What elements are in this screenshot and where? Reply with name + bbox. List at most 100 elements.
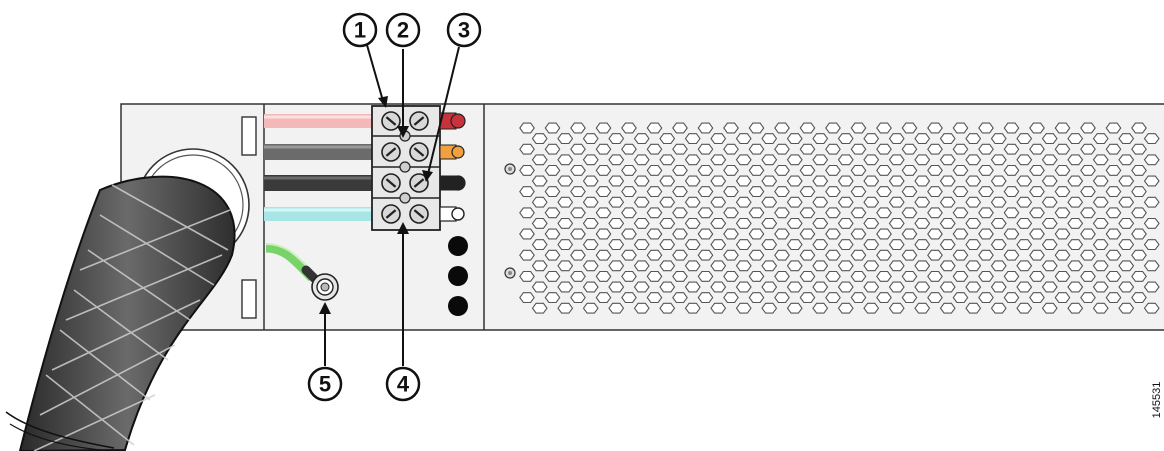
wire-gray [264,144,380,160]
vent-hole [608,217,625,229]
vent-hole [621,249,637,261]
vent-hole [990,239,1007,251]
vent-hole [1041,302,1058,314]
vent-hole [1118,260,1135,272]
vent-hole [901,292,918,304]
vent-hole [786,133,803,145]
vent-hole [519,207,535,219]
vent-hole [927,122,943,134]
vent-hole [965,196,982,208]
vent-hole [646,270,663,282]
vent-hole [697,228,714,240]
vent-hole [1118,196,1135,208]
vent-hole [544,249,561,261]
vent-hole [595,186,612,198]
vent-hole [799,228,816,240]
vent-hole [876,164,892,176]
vent-hole [863,260,880,272]
indicator-dots [448,236,468,316]
vent-hole [1054,270,1071,282]
vent-hole [684,281,701,293]
vent-hole [557,175,574,187]
vent-hole [1092,196,1109,208]
vent-hole [697,186,714,198]
panel-screw-bottom [504,267,516,279]
vent-hole [888,239,905,251]
vent-hole [748,228,765,240]
vent-hole [659,133,676,145]
terminal-jumper-screw [399,192,411,204]
vent-hole [888,260,905,272]
vent-hole [876,207,892,219]
vent-hole [1041,239,1058,251]
vent-hole [761,217,778,229]
wire-pink [264,114,380,128]
vent-hole [799,122,816,134]
vent-hole [978,143,994,155]
callout-5: 5 [307,366,343,402]
callout-4-label: 4 [397,372,410,397]
vent-hole [723,143,739,155]
vent-hole [761,175,778,187]
vent-hole [1118,217,1135,229]
vent-hole [723,122,739,134]
vent-hole [544,164,561,176]
wire-tip-white [439,206,465,222]
vent-hole [774,292,790,304]
vent-hole [595,228,612,240]
vent-hole [595,122,612,134]
vent-hole [952,186,969,198]
vent-hole [774,122,790,134]
vent-hole [1143,239,1160,251]
vent-hole [952,207,969,219]
vent-hole [1003,143,1020,155]
vent-hole [863,239,880,251]
vent-hole [850,143,867,155]
vent-hole [952,249,969,261]
vent-hole [1003,249,1020,261]
vent-hole [519,143,535,155]
vent-hole [1080,186,1096,198]
vent-hole [697,292,714,304]
vent-hole [735,175,752,187]
vent-hole [761,154,778,166]
vent-hole [1105,228,1122,240]
vent-hole [888,196,905,208]
vent-hole [748,186,765,198]
vent-hole [1029,186,1045,198]
panel-screw-top [504,163,516,175]
vent-hole [557,281,574,293]
vent-hole [735,196,752,208]
vent-hole [888,133,905,145]
wire-dark [264,175,380,191]
vent-hole [927,186,943,198]
vent-hole [531,133,548,145]
vent-hole [1041,281,1058,293]
vent-hole [723,249,739,261]
vent-hole [901,164,918,176]
vent-hole [633,260,650,272]
vent-hole [519,249,535,261]
indicator-dot-2 [448,266,468,286]
vent-hole [965,281,982,293]
vent-hole [914,281,931,293]
vent-hole [939,239,956,251]
vent-hole [863,281,880,293]
vent-hole [710,239,727,251]
vent-hole [557,260,574,272]
vent-hole [850,270,867,282]
vent-hole [965,175,982,187]
vent-hole [1029,122,1045,134]
vent-hole [595,207,612,219]
vent-hole [786,175,803,187]
vent-hole [927,143,943,155]
vent-hole [1003,292,1020,304]
vent-hole [863,302,880,314]
vent-hole [952,164,969,176]
vent-hole [557,196,574,208]
ground-lug [311,273,339,301]
vent-hole [952,122,969,134]
vent-hole [646,249,663,261]
vent-hole [659,281,676,293]
